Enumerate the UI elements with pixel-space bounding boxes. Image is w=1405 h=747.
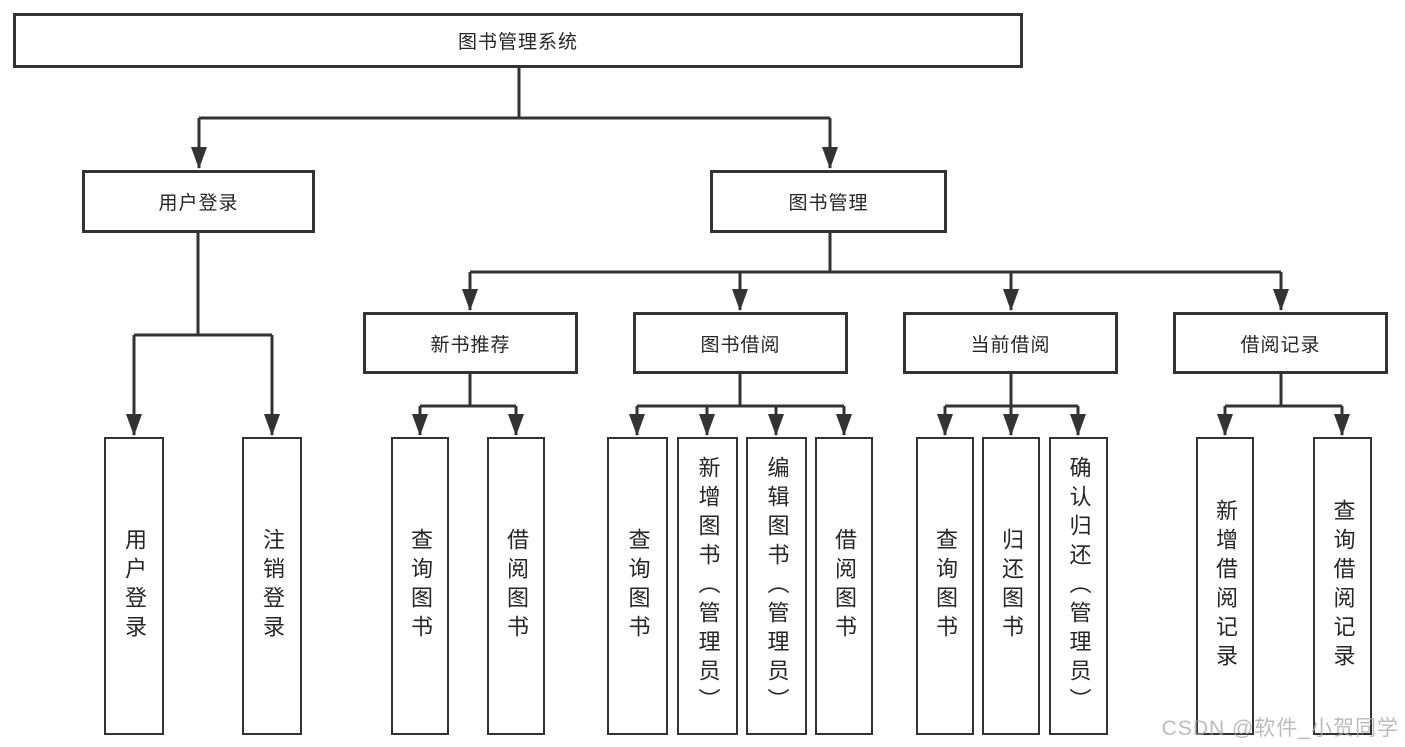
node-leaf-query-books-3: 查询图书	[916, 437, 974, 735]
node-label: 编辑图书（管理员）	[764, 455, 790, 717]
node-label: 新增借阅记录	[1213, 499, 1238, 673]
node-leaf-query-borrow-record: 查询借阅记录	[1313, 437, 1372, 735]
node-label: 新书推荐	[430, 334, 511, 356]
node-label: 用户登录	[122, 528, 147, 644]
connector-borrow-trunk	[637, 374, 844, 408]
node-label: 图书管理系统	[457, 32, 578, 53]
node-leaf-confirm-return-admin: 确认归还（管理员）	[1049, 437, 1108, 735]
node-book-borrow: 图书借阅	[633, 312, 848, 374]
node-leaf-borrow-books-2: 借阅图书	[815, 437, 873, 735]
node-label: 借阅图书	[504, 528, 529, 644]
node-leaf-user-login: 用户登录	[104, 437, 164, 735]
node-system-root: 图书管理系统	[13, 13, 1023, 68]
node-label: 图书借阅	[700, 334, 781, 356]
node-borrow-records: 借阅记录	[1173, 312, 1388, 374]
connector-root-trunk	[199, 68, 830, 120]
node-label: 用户登录	[158, 193, 239, 214]
node-label: 查询借阅记录	[1330, 499, 1356, 673]
connector-mgmt-trunk	[470, 233, 1281, 274]
node-label: 借阅记录	[1240, 334, 1321, 356]
node-label: 归还图书	[999, 528, 1024, 644]
connector-login-trunk	[134, 233, 272, 337]
node-new-book-recommend: 新书推荐	[363, 312, 578, 374]
node-label: 注销登录	[260, 528, 285, 644]
node-leaf-add-borrow-record: 新增借阅记录	[1196, 437, 1254, 735]
node-leaf-query-books-2: 查询图书	[607, 437, 668, 735]
connector-current-trunk	[945, 374, 1078, 408]
node-leaf-add-books-admin: 新增图书（管理员）	[677, 437, 738, 735]
node-leaf-edit-books-admin: 编辑图书（管理员）	[746, 437, 807, 735]
csdn-watermark: CSDN @软件_小贺同学	[1161, 717, 1399, 740]
node-label: 图书管理	[788, 193, 869, 214]
node-leaf-query-books-1: 查询图书	[391, 437, 449, 735]
node-label: 当前借阅	[970, 334, 1051, 356]
node-leaf-borrow-books-1: 借阅图书	[487, 437, 545, 735]
node-label: 确认归还（管理员）	[1066, 455, 1092, 717]
node-book-management: 图书管理	[710, 170, 947, 233]
node-label: 查询图书	[933, 528, 958, 644]
connector-newbook-trunk	[420, 374, 516, 408]
node-user-login: 用户登录	[82, 170, 315, 233]
node-label: 借阅图书	[832, 528, 857, 644]
node-leaf-logout: 注销登录	[242, 437, 302, 735]
node-label: 查询图书	[408, 528, 433, 644]
connector-records-trunk	[1225, 374, 1342, 408]
node-label: 查询图书	[625, 528, 651, 644]
node-current-borrow: 当前借阅	[903, 312, 1118, 374]
node-leaf-return-books: 归还图书	[982, 437, 1040, 735]
node-label: 新增图书（管理员）	[695, 455, 721, 717]
